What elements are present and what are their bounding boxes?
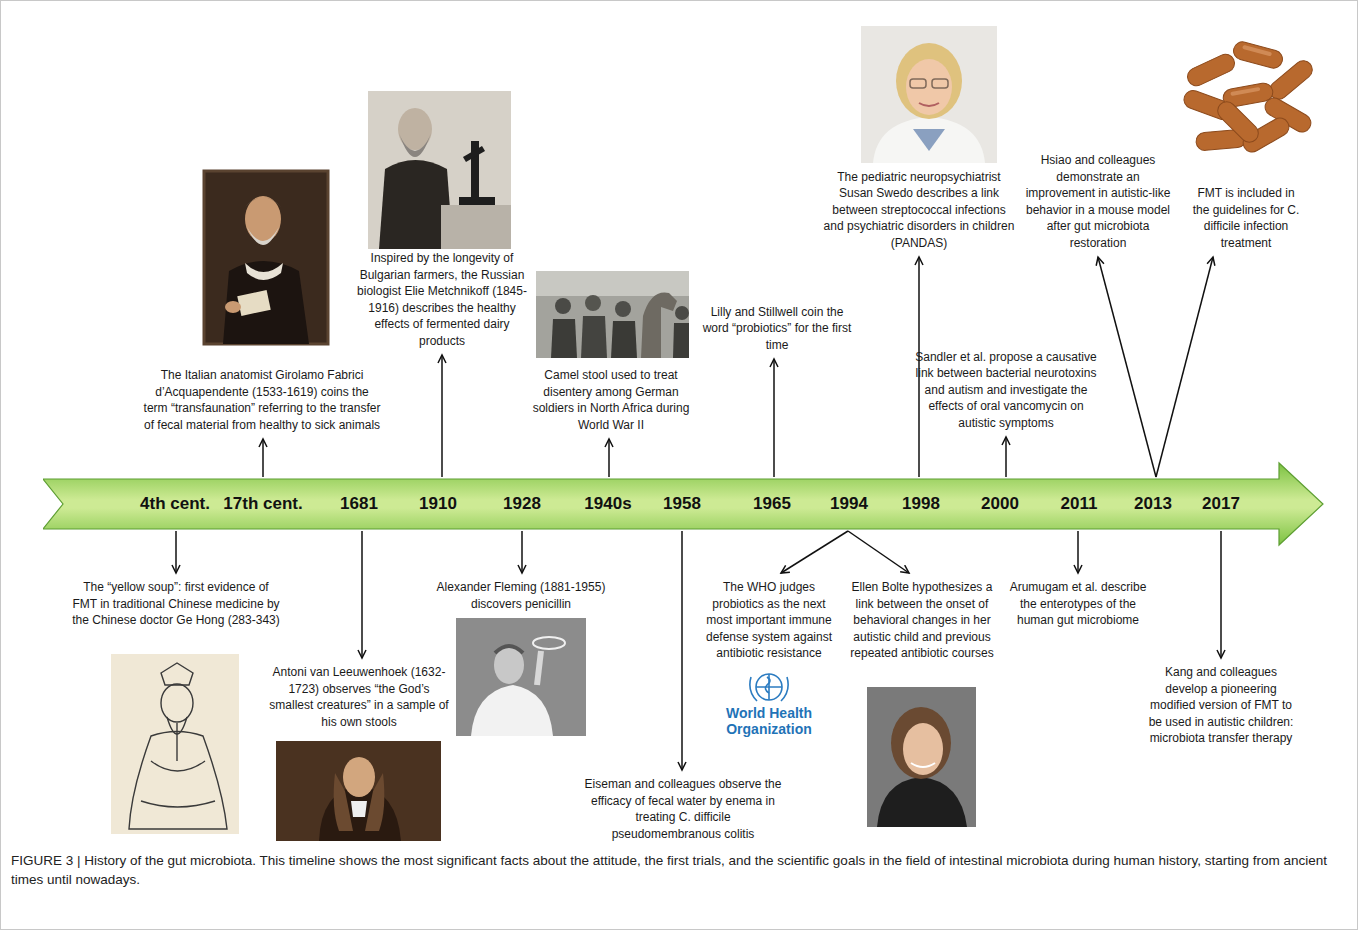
year-label: 1940s xyxy=(584,494,631,513)
event-text: Ellen Bolte hypothesizes a link between … xyxy=(842,579,1002,662)
event-slot: World Health Organization xyxy=(714,705,824,737)
event-text: Eiseman and colleagues observe the effic… xyxy=(583,776,783,842)
who-emblem xyxy=(750,674,788,701)
event-slot: Camel stool used to treat disentery amon… xyxy=(521,367,701,433)
year-slot: 1928 xyxy=(462,493,582,515)
event-slot: The “yellow soup”: first evidence of FMT… xyxy=(71,579,281,629)
event-text: Alexander Fleming (1881-1955) discovers … xyxy=(436,579,606,612)
event-text: Sandler et al. propose a causative link … xyxy=(913,349,1099,432)
year-label: 1965 xyxy=(753,494,791,513)
leader-arrow xyxy=(262,439,264,477)
leader-arrow xyxy=(681,531,683,770)
year-label: 1958 xyxy=(663,494,701,513)
event-slot: Lilly and Stillwell coin the word “probi… xyxy=(697,304,857,354)
event-slot: Antoni van Leeuwenhoek (1632-1723) obser… xyxy=(268,664,450,730)
ink-drawing xyxy=(111,654,239,834)
leader-arrow xyxy=(1156,257,1213,477)
war-photo xyxy=(536,271,689,358)
event-slot: Inspired by the longevity of Bulgarian f… xyxy=(352,250,532,349)
event-slot: Hsiao and colleagues demonstrate an impr… xyxy=(1023,152,1173,251)
year-label: 1910 xyxy=(419,494,457,513)
event-text: Antoni van Leeuwenhoek (1632-1723) obser… xyxy=(268,664,450,730)
timeline-arrow: 4th cent. 17th cent. 1681 1910 1928 1940s 1958… xyxy=(43,461,1325,547)
portrait-photo xyxy=(867,687,976,827)
portrait-photo xyxy=(368,91,511,249)
year-slot: 1958 xyxy=(622,493,742,515)
year-label: 1928 xyxy=(503,494,541,513)
event-slot: The WHO judges probiotics as the next mo… xyxy=(699,579,839,662)
leader-arrow xyxy=(848,531,909,573)
arrow-outline xyxy=(43,463,1323,545)
event-text: The “yellow soup”: first evidence of FMT… xyxy=(71,579,281,629)
year-label: 2011 xyxy=(1061,494,1098,513)
event-text: Hsiao and colleagues demonstrate an impr… xyxy=(1023,152,1173,251)
portrait-painting xyxy=(204,171,328,344)
year-slot: 1998 xyxy=(861,493,981,515)
portrait-painting xyxy=(276,741,441,841)
leader-arrow xyxy=(361,531,363,658)
logo-text: World Health Organization xyxy=(714,705,824,737)
leader-arrow xyxy=(441,355,443,477)
year-slot: 1910 xyxy=(378,493,498,515)
event-text: Camel stool used to treat disentery amon… xyxy=(521,367,701,433)
event-slot: Ellen Bolte hypothesizes a link between … xyxy=(842,579,1002,662)
event-slot: Eiseman and colleagues observe the effic… xyxy=(583,776,783,842)
event-text: Lilly and Stillwell coin the word “probi… xyxy=(697,304,857,354)
event-text: Inspired by the longevity of Bulgarian f… xyxy=(352,250,532,349)
year-label: 17th cent. xyxy=(223,494,302,513)
year-slot: 1965 xyxy=(712,493,832,515)
year-slot: 2000 xyxy=(940,493,1060,515)
event-text: Kang and colleagues develop a pioneering… xyxy=(1148,664,1294,747)
event-text: The pediatric neuropsychiatrist Susan Sw… xyxy=(821,169,1017,252)
year-label: 2013 xyxy=(1134,494,1172,513)
year-slot: 2017 xyxy=(1161,493,1281,515)
year-slot: 2013 xyxy=(1093,493,1213,515)
year-label: 2017 xyxy=(1202,494,1240,513)
leader-arrow xyxy=(1098,257,1156,477)
leader-arrow xyxy=(1220,531,1222,658)
portrait-photo xyxy=(456,618,586,736)
event-slot: Kang and colleagues develop a pioneering… xyxy=(1148,664,1294,747)
event-slot: FMT is included in the guidelines for C.… xyxy=(1188,185,1304,251)
leader-arrow xyxy=(1005,437,1007,477)
event-text: The Italian anatomist Girolamo Fabrici d… xyxy=(142,367,382,433)
event-slot: Sandler et al. propose a causative link … xyxy=(913,349,1099,432)
event-text: The WHO judges probiotics as the next mo… xyxy=(699,579,839,662)
leader-arrow xyxy=(608,439,610,477)
leader-arrow xyxy=(1077,531,1079,573)
leader-arrow xyxy=(773,359,775,477)
event-slot: The Italian anatomist Girolamo Fabrici d… xyxy=(142,367,382,433)
event-text: Arumugam et al. describe the enterotypes… xyxy=(1008,579,1148,629)
year-slot: 1681 xyxy=(299,493,419,515)
year-label: 1994 xyxy=(830,494,868,513)
capsules-photo xyxy=(1176,29,1321,171)
event-slot: The pediatric neuropsychiatrist Susan Sw… xyxy=(821,169,1017,252)
year-slot: 4th cent. xyxy=(115,493,235,515)
event-text: FMT is included in the guidelines for C.… xyxy=(1188,185,1304,251)
leader-arrow xyxy=(521,531,523,573)
leader-arrow xyxy=(781,531,848,573)
year-label: 2000 xyxy=(981,494,1019,513)
year-slot: 17th cent. xyxy=(203,493,323,515)
figure-caption: FIGURE 3 | History of the gut microbiota… xyxy=(11,851,1347,889)
event-slot: Alexander Fleming (1881-1955) discovers … xyxy=(436,579,606,612)
year-slot: 1940s xyxy=(548,493,668,515)
year-label: 1681 xyxy=(340,494,378,513)
portrait-photo xyxy=(861,26,997,163)
year-label: 4th cent. xyxy=(140,494,210,513)
year-slot: 1994 xyxy=(789,493,909,515)
year-label: 1998 xyxy=(902,494,940,513)
caption-slot: FIGURE 3 | History of the gut microbiota… xyxy=(11,851,1347,889)
year-slot: 2011 xyxy=(1019,493,1139,515)
event-slot: Arumugam et al. describe the enterotypes… xyxy=(1008,579,1148,629)
leader-arrow xyxy=(175,531,177,573)
